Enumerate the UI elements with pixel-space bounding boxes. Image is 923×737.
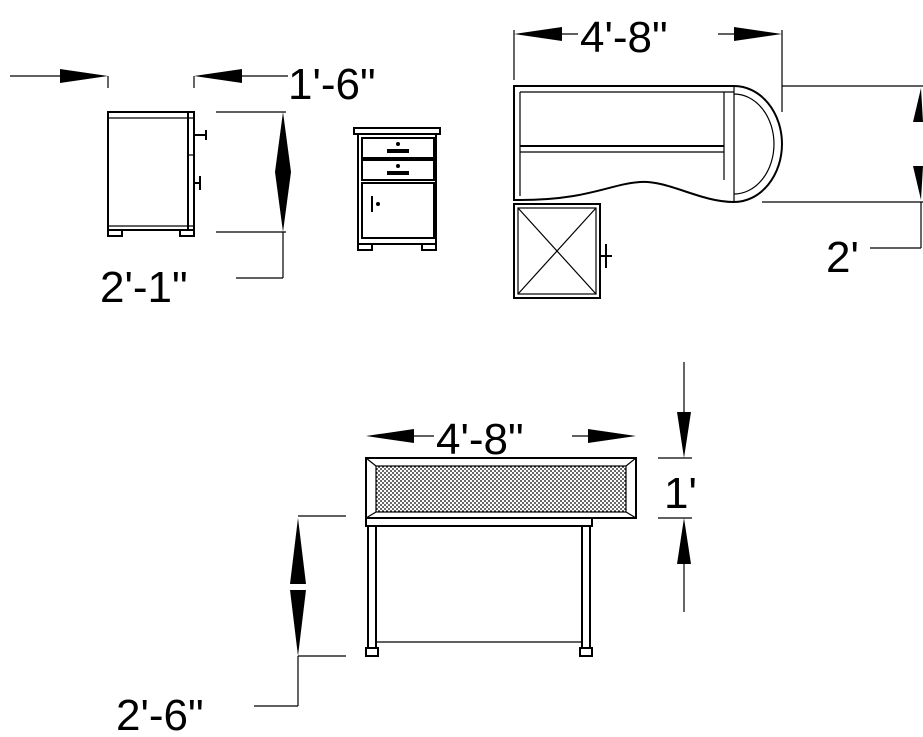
dim-cabinet-height: 2'-1" (100, 263, 188, 312)
dim-cabinet-depth: 1'-6" (288, 60, 376, 109)
dim-elevation-width: 4'-8" (436, 415, 524, 464)
hutch-height-dimension: 1' (658, 362, 697, 612)
cabinet-depth-dimension: 1'-6" (10, 60, 376, 109)
desk-plan-view (513, 85, 783, 299)
desk-front-elevation (365, 457, 637, 657)
plan-depth-dimension: 2' (762, 85, 923, 282)
elevation-width-dimension: 4'-8" (366, 415, 636, 464)
dim-plan-width: 4'-8" (580, 13, 668, 62)
cabinet-front-view (353, 127, 441, 251)
desk-height-dimension: 2'-6" (116, 515, 346, 737)
cabinet-side-view (107, 111, 207, 237)
dim-hutch-height: 1' (664, 469, 697, 518)
dim-plan-depth: 2' (826, 233, 859, 282)
dim-desk-height: 2'-6" (116, 691, 204, 737)
cabinet-height-dimension: 2'-1" (100, 111, 291, 312)
plan-width-dimension: 4'-8" (513, 13, 783, 112)
